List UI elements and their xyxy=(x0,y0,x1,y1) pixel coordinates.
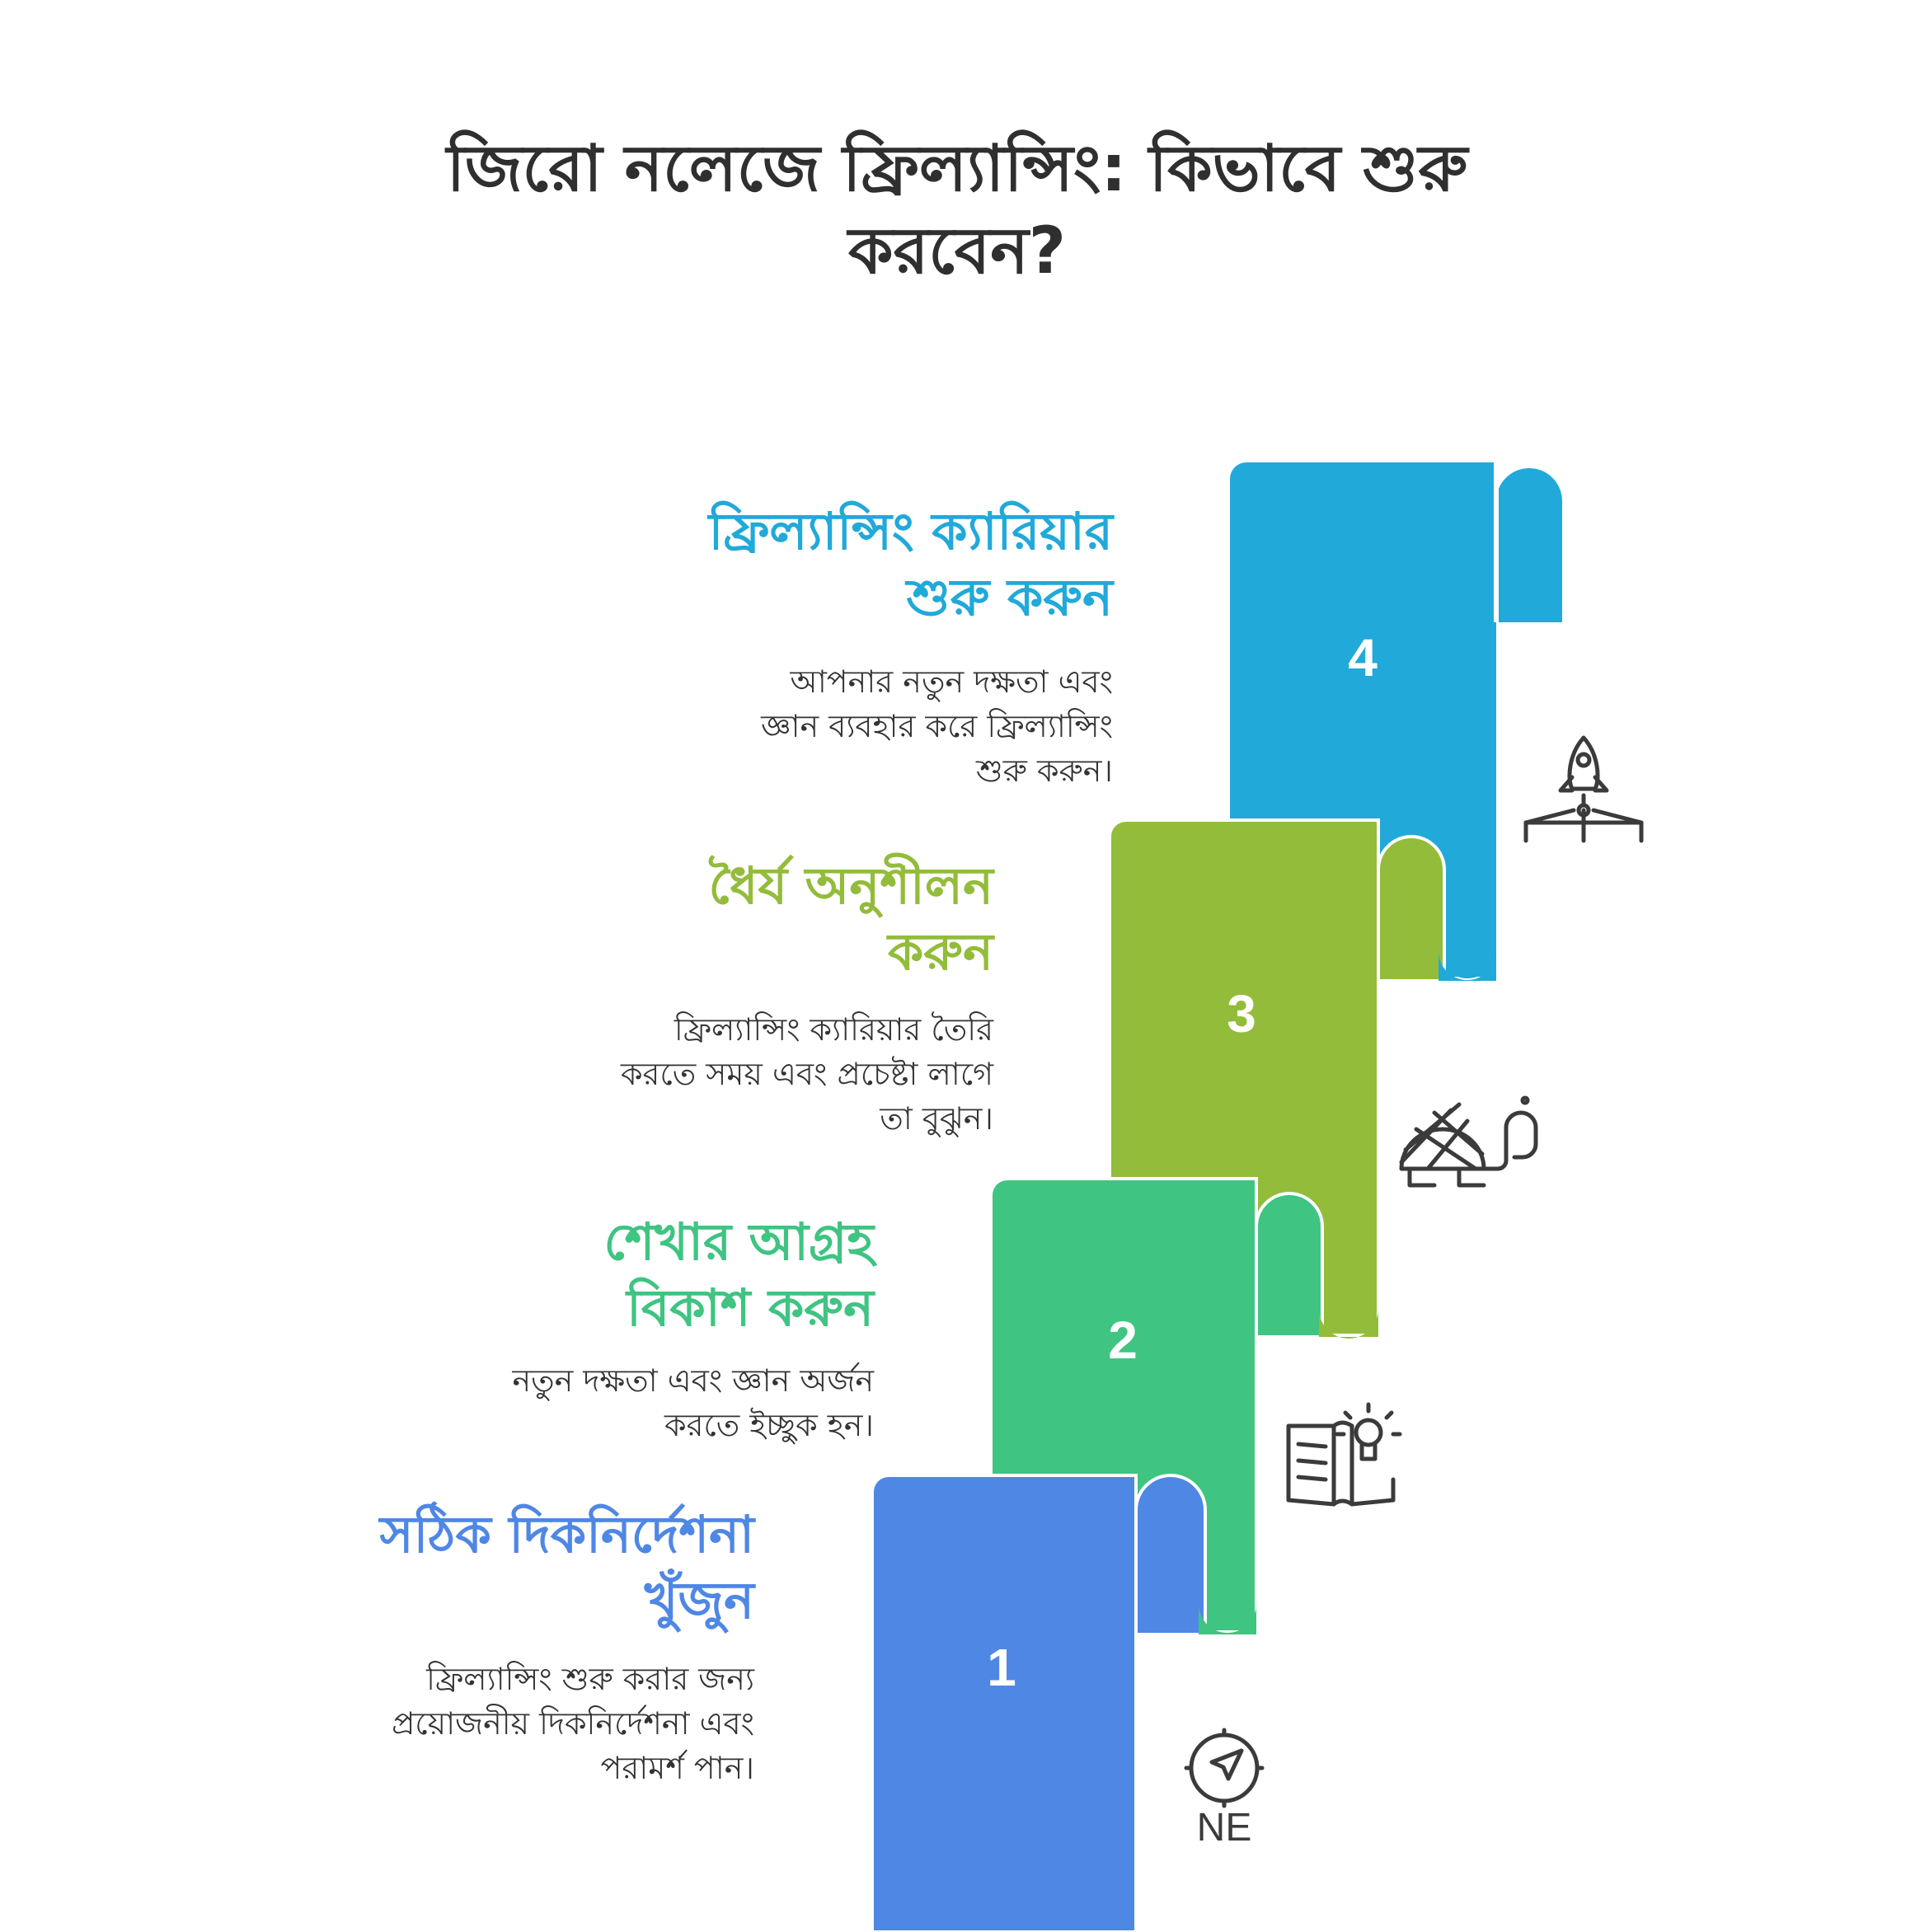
step-2-title: শেখার আগ্রহ বিকাশ করুন xyxy=(297,1209,874,1341)
step-2-title-line-2: বিকাশ করুন xyxy=(627,1278,874,1338)
step-3-title: ধৈর্য অনুশীলন করুন xyxy=(412,853,993,985)
step-3-desc-line-3: তা বুঝুন। xyxy=(880,1100,993,1137)
step-2-desc-line-1: নতুন দক্ষতা এবং জ্ঞান অর্জন xyxy=(512,1362,874,1399)
turtle-icon xyxy=(1399,1095,1538,1188)
step-1-title: সঠিক দিকনির্দেশনা খুঁজুন xyxy=(177,1502,754,1634)
compass-label: NE xyxy=(1196,1806,1252,1850)
compass-icon xyxy=(1184,1728,1265,1808)
step-3-number: 3 xyxy=(1227,984,1256,1043)
step-4-title-line-1: ফ্রিল্যান্সিং ক্যারিয়ার xyxy=(708,501,1113,561)
step-1-description: ফ্রিল্যান্সিং শুরু করার জন্য প্রয়োজনীয়… xyxy=(177,1657,754,1790)
step-1-desc-line-1: ফ্রিল্যান্সিং শুরু করার জন্য xyxy=(426,1661,754,1697)
title-line-1: জিরো নলেজে ফ্রিল্যান্সিং: কিভাবে শুরু xyxy=(446,132,1468,206)
step-4-desc-line-3: শুরু করুন। xyxy=(976,753,1113,789)
step-3-title-line-1: ধৈর্য অনুশীলন xyxy=(708,856,993,916)
step-2-description: নতুন দক্ষতা এবং জ্ঞান অর্জন করতে ইচ্ছুক … xyxy=(297,1358,874,1447)
step-3-description: ফ্রিল্যান্সিং ক্যারিয়ার তৈরি করতে সময় … xyxy=(412,1007,993,1141)
step-2-desc-line-2: করতে ইচ্ছুক হন। xyxy=(664,1407,874,1443)
step-1-number: 1 xyxy=(987,1638,1016,1697)
step-2-title-line-1: শেখার আগ্রহ xyxy=(603,1212,874,1272)
step-4-desc-line-1: আপনার নতুন দক্ষতা এবং xyxy=(790,664,1113,700)
step-3-desc-line-2: করতে সময় এবং প্রচেষ্টা লাগে xyxy=(620,1056,993,1092)
step-1-desc-line-3: পরামর্শ পান। xyxy=(600,1750,754,1786)
step-2-number: 2 xyxy=(1108,1311,1138,1370)
step-1-title-line-2: খুঁজুন xyxy=(644,1570,754,1630)
step-1-desc-line-2: প্রয়োজনীয় দিকনির্দেশনা এবং xyxy=(392,1705,754,1742)
rocket-icon xyxy=(1523,735,1644,843)
step-1-banner: 1 xyxy=(871,1474,1256,1932)
step-4-desc-line-2: জ্ঞান ব্যবহার করে ফ্রিল্যান্সিং xyxy=(761,708,1113,744)
step-1-title-line-1: সঠিক দিকনির্দেশনা xyxy=(379,1504,754,1564)
step-4-number: 4 xyxy=(1348,628,1378,687)
step-4-title: ফ্রিল্যান্সিং ক্যারিয়ার শুরু করুন xyxy=(536,499,1113,631)
step-3-title-line-2: করুন xyxy=(888,921,993,982)
page-title: জিরো নলেজে ফ্রিল্যান্সিং: কিভাবে শুরু কর… xyxy=(298,128,1617,293)
book-lightbulb-icon xyxy=(1286,1402,1402,1507)
title-line-2: করবেন? xyxy=(847,214,1067,288)
step-4-description: আপনার নতুন দক্ষতা এবং জ্ঞান ব্যবহার করে … xyxy=(536,659,1113,793)
step-4-title-line-2: শুরু করুন xyxy=(906,567,1113,627)
step-3-desc-line-1: ফ্রিল্যান্সিং ক্যারিয়ার তৈরি xyxy=(674,1011,993,1048)
